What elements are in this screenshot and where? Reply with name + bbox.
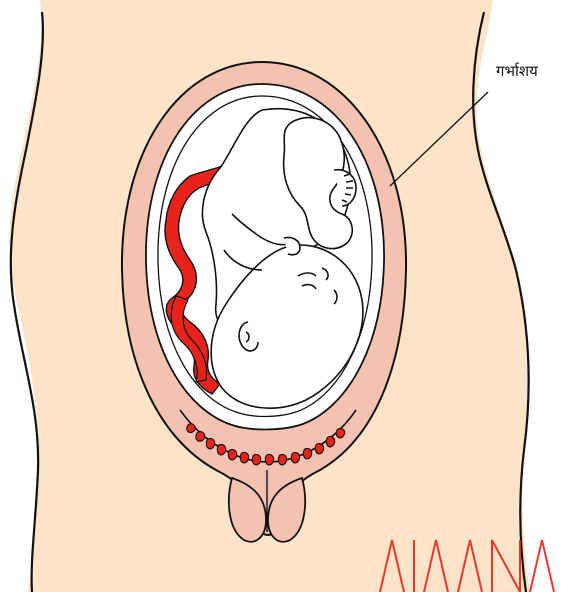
uterus-label: गर्भाशय — [496, 61, 538, 81]
